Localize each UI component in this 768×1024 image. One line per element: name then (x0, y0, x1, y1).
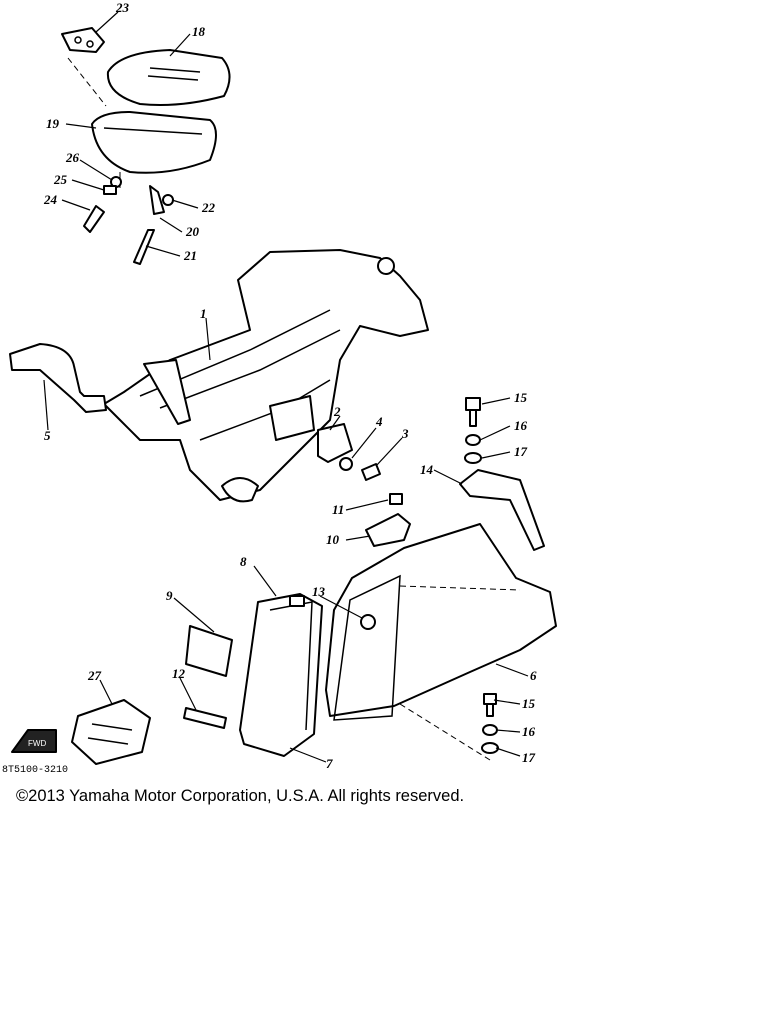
callout-16-upper: 16 (514, 418, 528, 433)
fwd-arrow-icon: FWD (11, 729, 57, 753)
diagram-reference-code: 8T5100-3210 (2, 765, 69, 776)
callout-12: 12 (172, 666, 186, 681)
callout-22: 22 (201, 200, 216, 215)
part-23-bracket (61, 27, 105, 53)
callout-23: 23 (115, 0, 130, 15)
callout-9: 9 (166, 588, 173, 603)
callout-26: 26 (65, 150, 80, 165)
callout-2: 2 (333, 404, 341, 419)
part-14-bracket (459, 469, 545, 551)
parts-7-8-panel (239, 593, 323, 757)
part-19-tray (91, 111, 217, 174)
callout-24: 24 (43, 192, 58, 207)
callout-15-upper: 15 (514, 390, 528, 405)
callout-6: 6 (530, 668, 537, 683)
callout-13: 13 (312, 584, 326, 599)
callout-1: 1 (200, 306, 207, 321)
parts-2-3-4 (317, 423, 381, 481)
callout-5: 5 (44, 428, 51, 443)
part-1-frame (103, 249, 429, 503)
hardware-15-17-lower (481, 693, 499, 754)
callout-17-lower: 17 (522, 750, 536, 765)
part-27-clip (71, 699, 151, 765)
part-18-cover (106, 49, 231, 106)
callout-11: 11 (332, 502, 344, 517)
part-9-plate (185, 625, 233, 677)
callout-14: 14 (420, 462, 434, 477)
callout-7: 7 (326, 756, 333, 771)
hardware-15-17-upper (464, 397, 482, 464)
leader-lines (43, 11, 529, 763)
callout-21: 21 (183, 248, 197, 263)
callout-18: 18 (192, 24, 206, 39)
callout-labels: 23 18 19 26 25 24 22 20 21 1 5 2 4 3 15 … (43, 0, 537, 771)
fwd-label: FWD (28, 739, 46, 748)
callout-16-lower: 16 (522, 724, 536, 739)
callout-19: 19 (46, 116, 60, 131)
hardware-20-26 (83, 176, 174, 265)
callout-8: 8 (240, 554, 247, 569)
parts-10-11 (365, 493, 411, 547)
callout-25: 25 (53, 172, 68, 187)
callout-4: 4 (375, 414, 383, 429)
exploded-parts-diagram: FWD (9, 0, 557, 771)
part-12-strip (183, 707, 227, 729)
part-5-strap (9, 343, 107, 413)
callout-15-lower: 15 (522, 696, 536, 711)
callout-3: 3 (401, 426, 409, 441)
copyright-notice: ©2013 Yamaha Motor Corporation, U.S.A. A… (16, 787, 465, 805)
callout-10: 10 (326, 532, 340, 547)
callout-17-upper: 17 (514, 444, 528, 459)
callout-27: 27 (87, 668, 102, 683)
callout-20: 20 (185, 224, 200, 239)
part-6-box (325, 523, 557, 761)
